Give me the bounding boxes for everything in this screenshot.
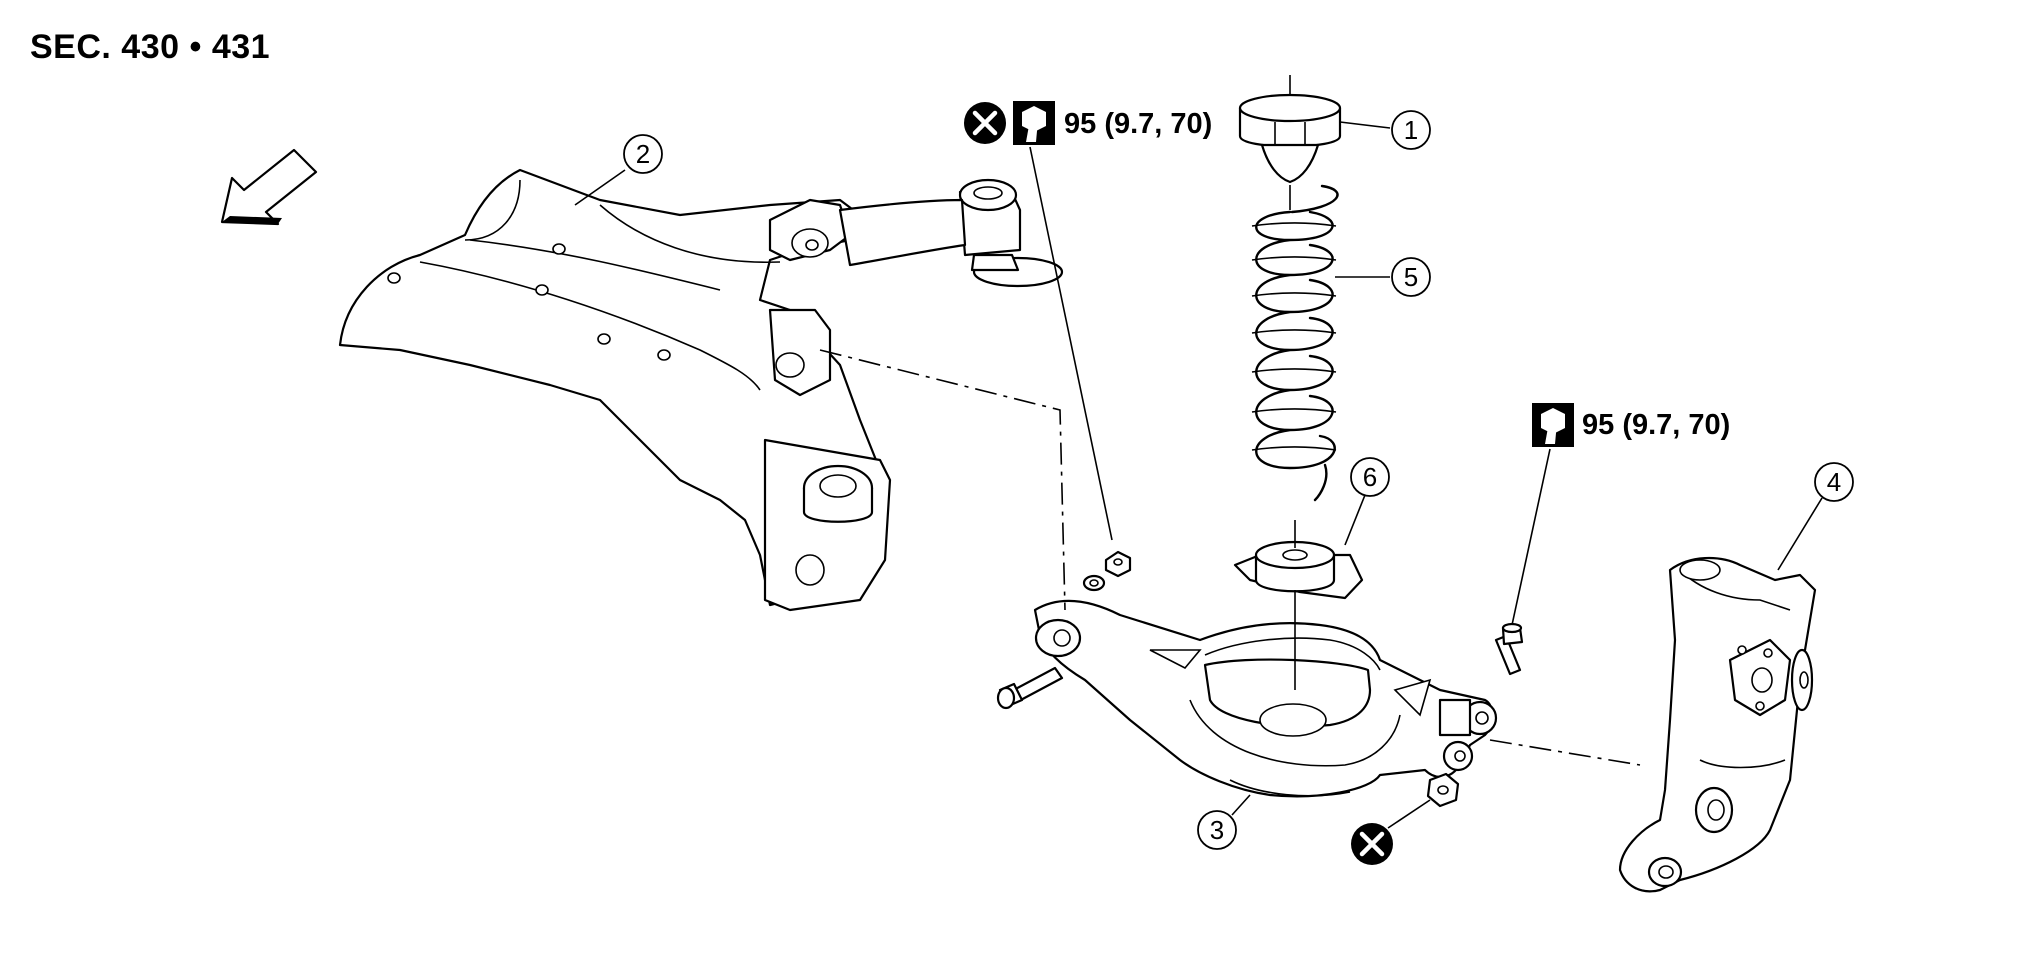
callout-2: 2: [574, 134, 663, 206]
bound-bumper: [1238, 75, 1342, 184]
tightening-torque-icon: [1532, 403, 1574, 447]
callout-1: 1: [1339, 110, 1431, 150]
rear-nut: [1426, 772, 1460, 808]
front-washer: [1082, 574, 1106, 592]
torque-value-rear: 95 (9.7, 70): [1582, 409, 1731, 441]
rear-bolt: [1494, 622, 1524, 676]
non-reusable-icon: [964, 102, 1006, 144]
callout-5: 5: [1335, 257, 1431, 297]
callout-4: 4: [1777, 462, 1854, 571]
callout-label: 3: [1210, 815, 1224, 845]
callout-6: 6: [1344, 457, 1390, 546]
suspension-member: [338, 168, 1064, 612]
lower-link: [1033, 590, 1498, 798]
torque-leader-2: [1511, 448, 1551, 626]
coil-spring: [1251, 184, 1339, 502]
non-reusable-icon: [1351, 823, 1393, 865]
front-bolt: [996, 666, 1064, 710]
callout-label: 4: [1827, 467, 1841, 497]
section-title: SEC. 430 • 431: [30, 28, 271, 66]
rear-axle-knuckle: [1618, 556, 1817, 893]
torque-leader-1: [1029, 146, 1113, 541]
callout-label: 6: [1363, 462, 1377, 492]
callout-label: 1: [1404, 115, 1418, 145]
front-nut: [1104, 550, 1132, 578]
tightening-torque-icon: [1013, 101, 1055, 145]
assembly-line-front: [819, 349, 1066, 611]
torque-value-front: 95 (9.7, 70): [1064, 108, 1213, 140]
lower-rubber-seat: [1233, 520, 1364, 600]
nut-leader: [1387, 799, 1431, 829]
callout-label: 5: [1404, 262, 1418, 292]
front-arrow-icon: [220, 148, 318, 226]
callout-3: 3: [1197, 794, 1251, 850]
callout-label: 2: [636, 139, 650, 169]
assembly-line-rear: [1489, 739, 1641, 766]
